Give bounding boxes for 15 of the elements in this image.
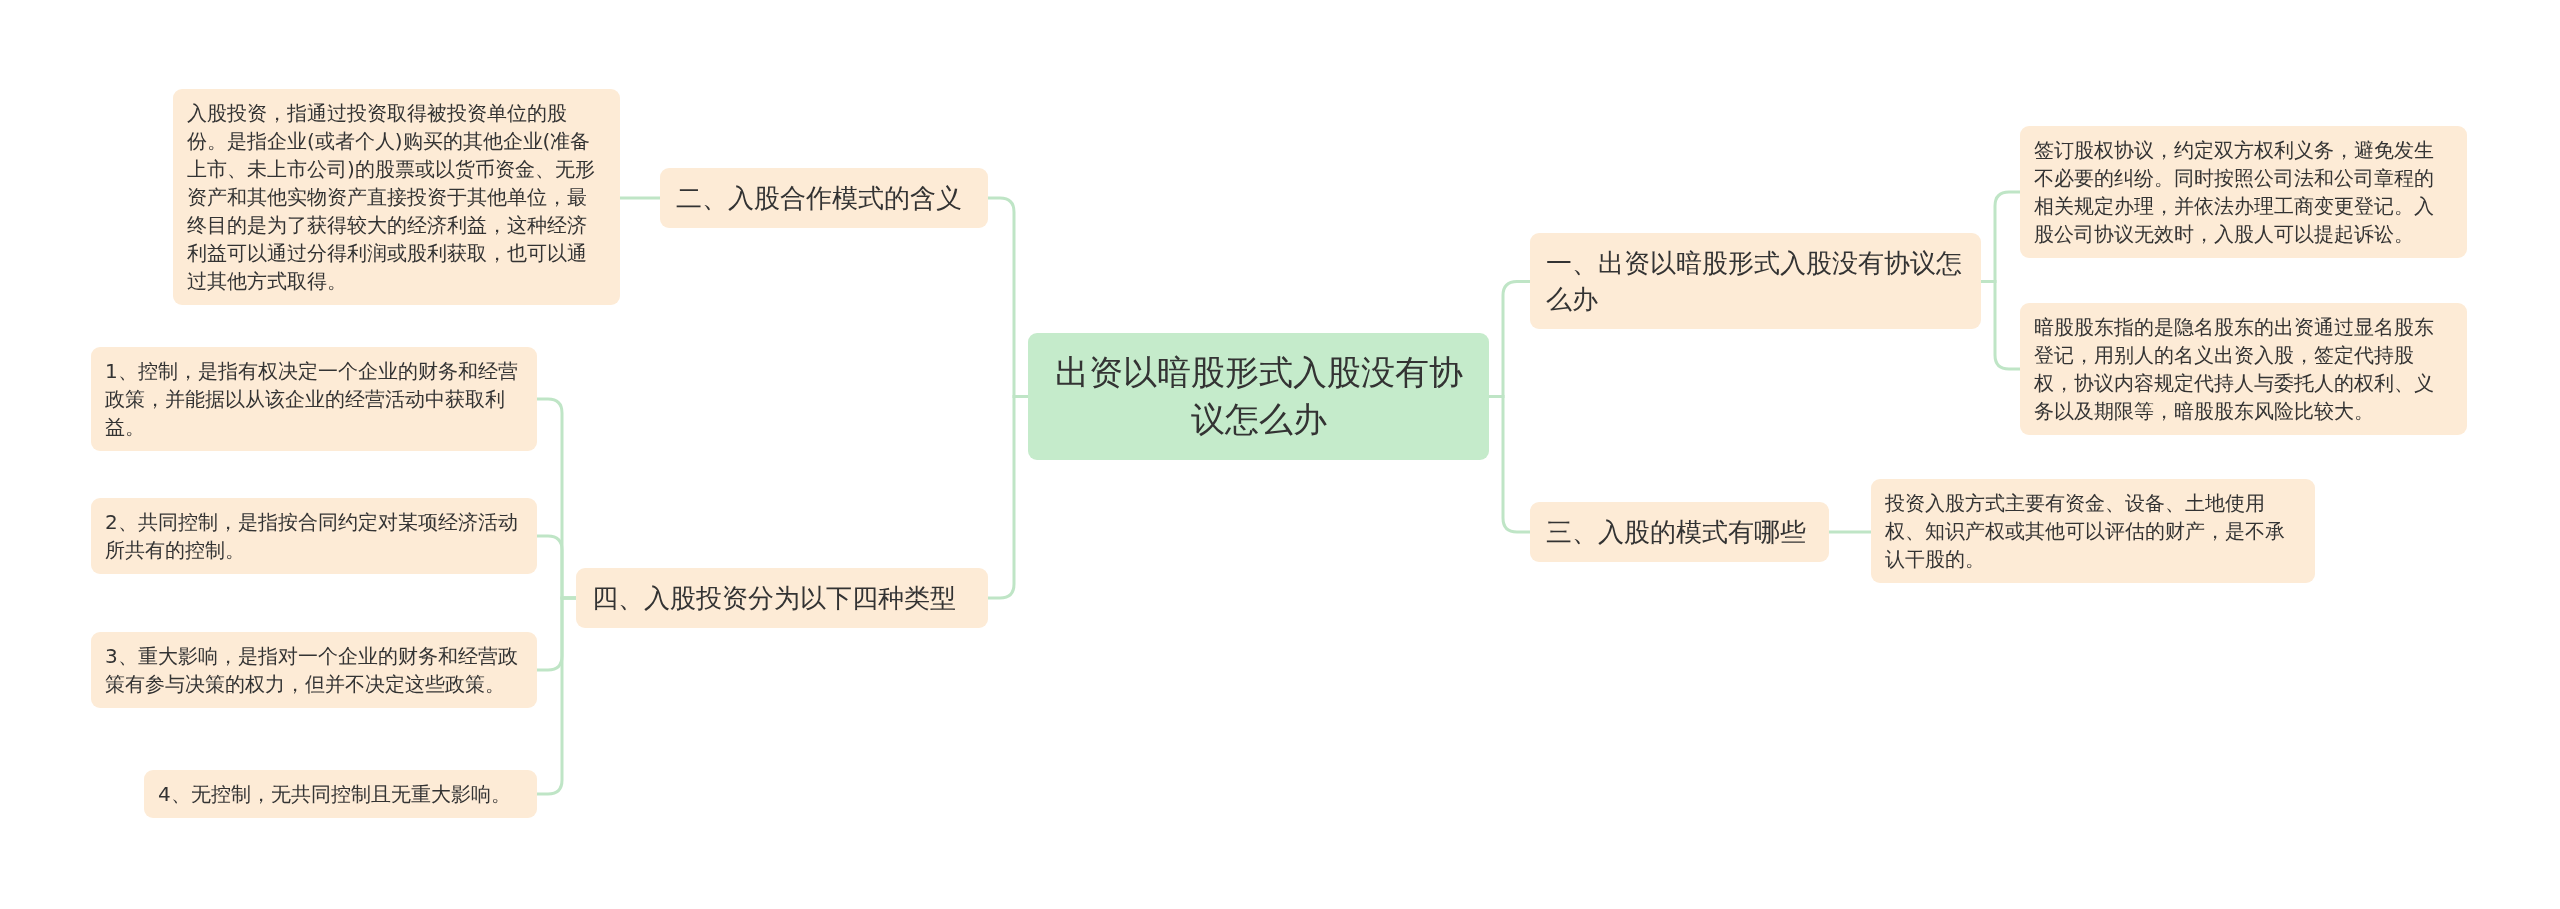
branch-box: 二、入股合作模式的含义 bbox=[660, 168, 988, 229]
note-box: 1、控制，是指有权决定一个企业的财务和经营政策，并能据以从该企业的经营活动中获取利益。 bbox=[91, 347, 537, 451]
branch-box: 四、入股投资分为以下四种类型 bbox=[576, 568, 988, 629]
connector-line bbox=[1829, 530, 1871, 534]
note-box: 4、无控制，无共同控制且无重大影响。 bbox=[144, 770, 537, 818]
topic-box: 出资以暗股形式入股没有协议怎么办 bbox=[1028, 332, 1489, 460]
note-box: 2、共同控制，是指按合同约定对某项经济活动所共有的控制。 bbox=[91, 498, 537, 574]
note-box: 暗股股东指的是隐名股东的出资通过显名股东登记，用别人的名义出资入股，签定代持股权，协议内容规定代持人与委托人的权利、义务以及期限等，暗股股东风险比较大。 bbox=[2020, 303, 2467, 435]
branch-box: 一、出资以暗股形式入股没有协议怎么办 bbox=[1530, 232, 1981, 330]
connector-line bbox=[620, 196, 660, 200]
note-box: 入股投资，指通过投资取得被投资单位的股份。是指企业(或者个人)购买的其他企业(准备上市、未上市公司)的股票或以货币资金、无形资产和其他实物资产直接投资于其他单位，最终目的是为了获得较大的经济利益，这种经济利益可以通过分得利润或股利获取，也可以通过其他方式取得。 bbox=[173, 89, 620, 305]
note-box: 投资入股方式主要有资金、设备、土地使用权、知识产权或其他可以评估的财产，是不承认干股的。 bbox=[1871, 479, 2315, 583]
note-box: 签订股权协议，约定双方权利义务，避免发生不必要的纠纷。同时按照公司法和公司章程的相关规定办理，并依法办理工商变更登记。入股公司协议无效时，入股人可以提起诉讼。 bbox=[2020, 126, 2467, 258]
note-box: 3、重大影响，是指对一个企业的财务和经营政策有参与决策的权力，但并不决定这些政策。 bbox=[91, 632, 537, 708]
branch-box: 三、入股的模式有哪些 bbox=[1530, 502, 1829, 563]
